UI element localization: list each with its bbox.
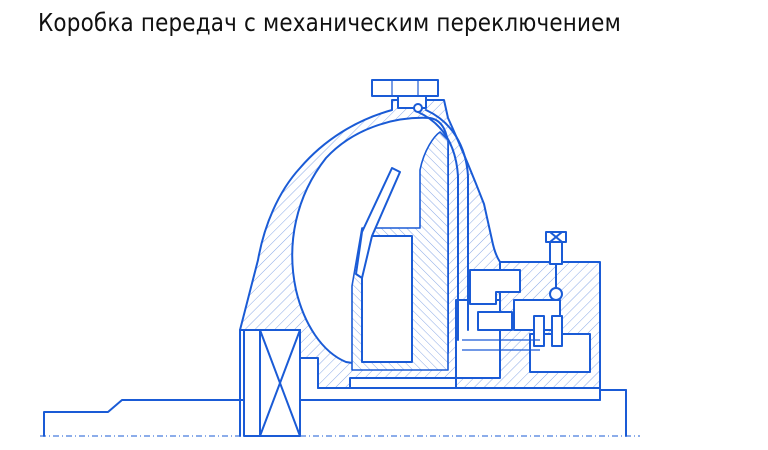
synchronizer-block [455, 261, 601, 389]
diaphragm [351, 131, 449, 371]
bearing [243, 329, 301, 437]
slide-title: Коробка передач с механическим переключе… [38, 8, 621, 37]
detent-assembly [545, 231, 567, 301]
input-shaft [40, 387, 640, 437]
fork-lever [355, 167, 401, 279]
top-bolt [371, 79, 439, 113]
housing-outline-accents [239, 329, 457, 437]
shift-rod [417, 109, 469, 341]
